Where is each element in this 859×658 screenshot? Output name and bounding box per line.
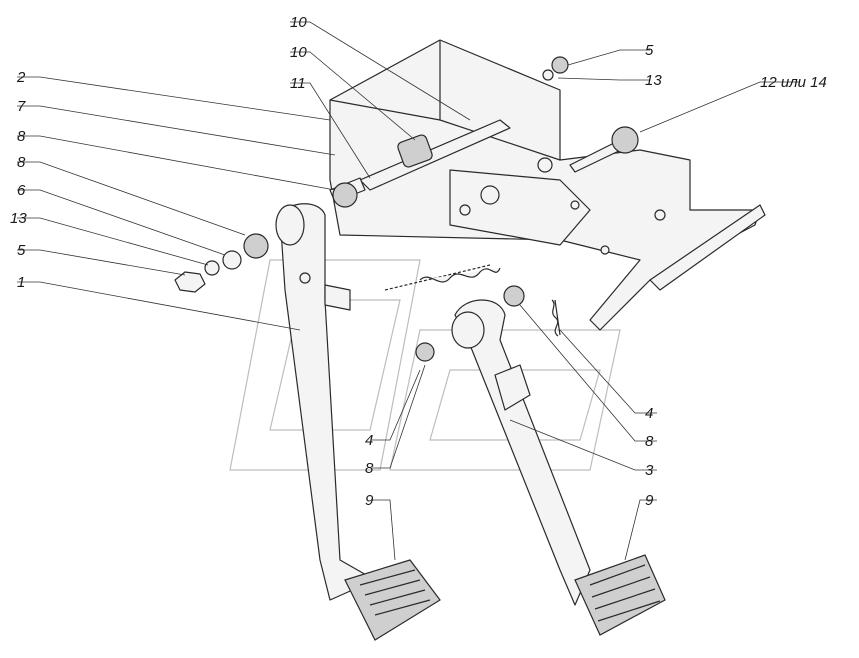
adjusting-screw: [542, 56, 639, 173]
callout-8-c: 8: [365, 460, 374, 477]
callout-10-upper: 10: [290, 14, 307, 31]
leader-lines: [17, 21, 800, 561]
callout-3: 3: [645, 462, 654, 479]
clutch-pedal: [275, 203, 441, 641]
callout-9-left: 9: [365, 492, 374, 509]
callout-7: 7: [17, 98, 26, 115]
callout-12-or-14: 12 или 14: [760, 74, 827, 91]
callout-1: 1: [17, 274, 25, 291]
callout-labels: 10 10 11 5 13 12 или 14 2 7 8 8 6 13 5 1…: [10, 14, 827, 509]
callout-5-left: 5: [17, 242, 26, 259]
callout-4-right: 4: [645, 405, 653, 422]
callout-4-left: 4: [365, 432, 373, 449]
pedal-shafts: [329, 119, 511, 208]
callout-13-left: 13: [10, 210, 27, 227]
brake-pedal: [451, 299, 666, 636]
pedal-bracket: [329, 39, 766, 331]
callout-2: 2: [16, 69, 26, 86]
watermark-logo: [229, 259, 621, 471]
callout-13-right: 13: [645, 72, 662, 89]
left-fastener-stack: [174, 233, 269, 293]
callout-6: 6: [17, 182, 26, 199]
callout-8-a: 8: [17, 128, 26, 145]
callout-10-lower: 10: [290, 44, 307, 61]
return-springs: [384, 264, 561, 362]
callout-9-right: 9: [645, 492, 654, 509]
callout-11: 11: [290, 75, 306, 92]
callout-8-b: 8: [17, 154, 26, 171]
callout-8-d: 8: [645, 433, 654, 450]
callout-5-right: 5: [645, 42, 654, 59]
